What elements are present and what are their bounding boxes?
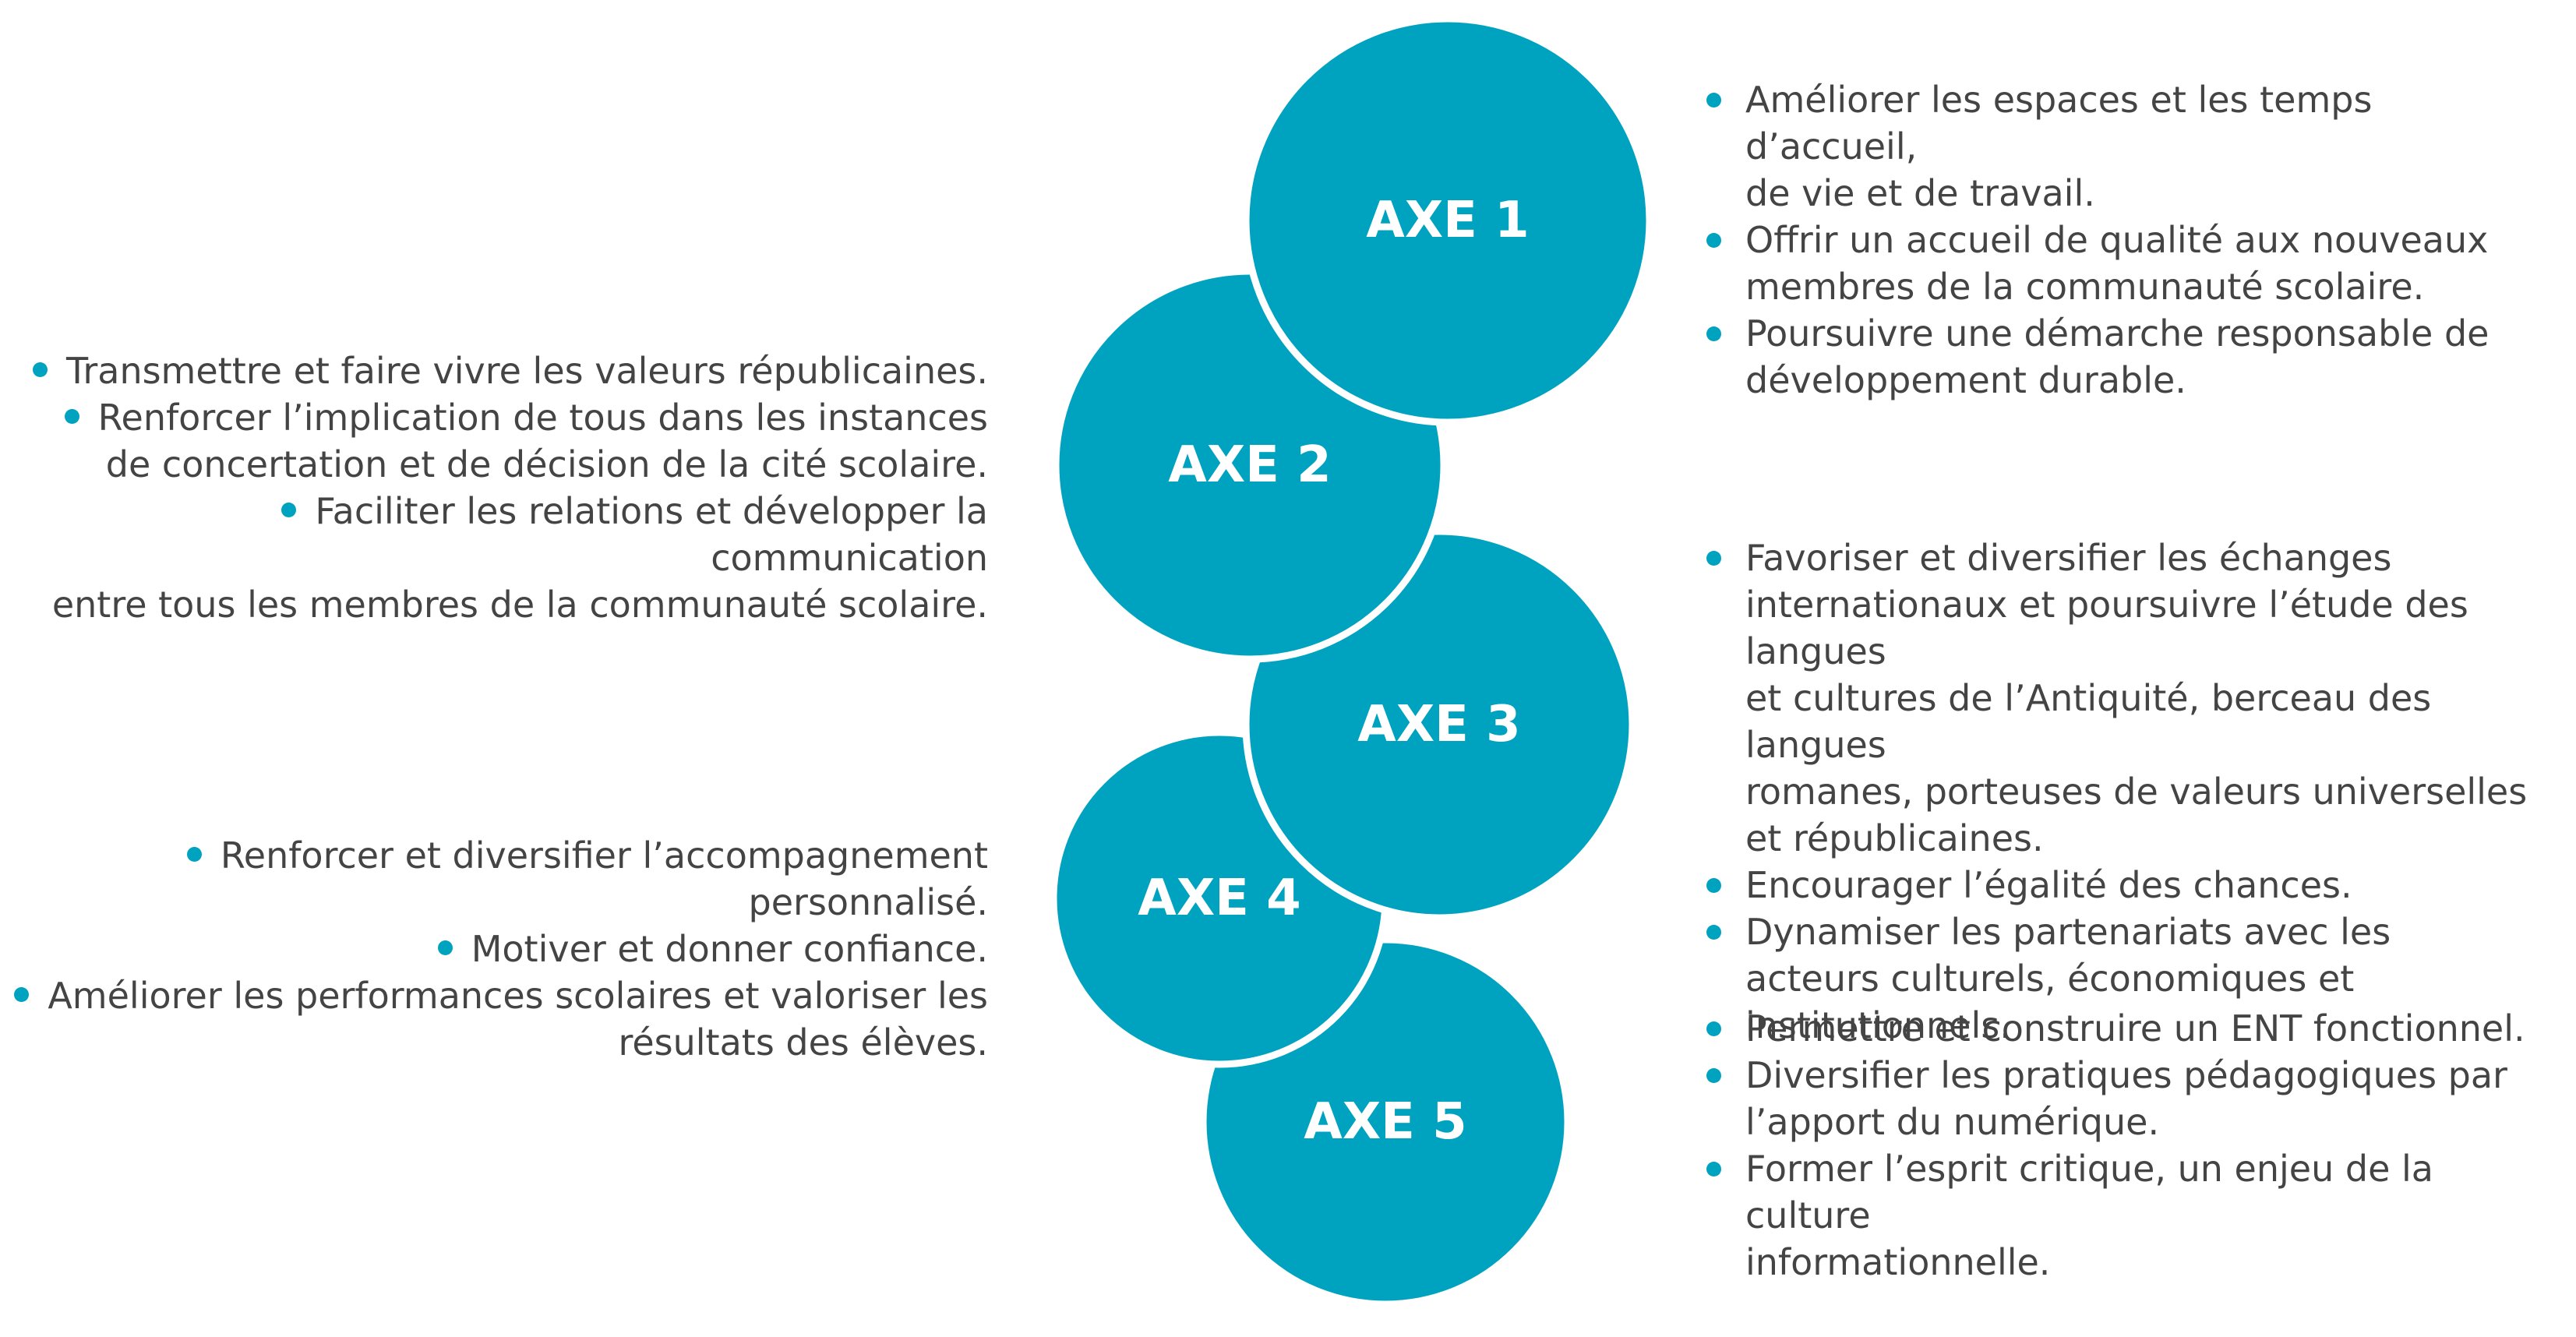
axe-1-label: AXE 1 xyxy=(1366,192,1529,249)
bullet-icon xyxy=(1706,1021,1721,1036)
bullet-icon xyxy=(186,847,202,862)
bullet-icon xyxy=(1706,326,1721,341)
bullet-icon xyxy=(1706,93,1721,108)
bullet-icon xyxy=(281,503,297,517)
bullet-icon xyxy=(1706,233,1721,248)
bullet-icon xyxy=(64,409,79,424)
bullet-icon xyxy=(14,987,30,1002)
list-item: Encourager l’égalité des chances. xyxy=(1697,862,2570,908)
list-item: Transmettre et faire vivre les valeurs r… xyxy=(0,347,988,394)
list-item: Renforcer et diversifier l’accompagnemen… xyxy=(0,832,988,926)
axe-2-list: Transmettre et faire vivre les valeurs r… xyxy=(0,347,988,628)
axe-3-label: AXE 3 xyxy=(1357,696,1520,753)
axe-1-list: Améliorer les espaces et les temps d’acc… xyxy=(1697,76,2554,404)
axe-5-label: AXE 5 xyxy=(1304,1093,1466,1151)
list-item: Offrir un accueil de qualité aux nouveau… xyxy=(1697,217,2554,310)
axe-4-label: AXE 4 xyxy=(1138,870,1300,927)
bullet-icon xyxy=(1706,925,1721,940)
list-item: Motiver et donner confiance. xyxy=(0,926,988,972)
list-item: Diversifier les pratiques pédagogiques p… xyxy=(1697,1052,2554,1145)
list-item: Améliorer les performances scolaires et … xyxy=(0,972,988,1066)
list-item: Améliorer les espaces et les temps d’acc… xyxy=(1697,76,2554,217)
bullet-icon xyxy=(437,940,453,955)
bullet-icon xyxy=(1706,551,1721,566)
list-item: Faciliter les relations et développer la… xyxy=(51,490,988,626)
bullet-icon xyxy=(33,362,48,377)
bullet-icon xyxy=(1706,1162,1721,1176)
list-item: Former l’esprit critique, un enjeu de la… xyxy=(1697,1145,2554,1286)
axe-2-label: AXE 2 xyxy=(1168,436,1331,494)
list-item: Permettre et construire un ENT fonctionn… xyxy=(1697,1005,2554,1052)
axe-1-circle: AXE 1 xyxy=(1242,15,1653,426)
axe-5-list: Permettre et construire un ENT fonctionn… xyxy=(1697,1005,2554,1286)
axe-4-list: Renforcer et diversifier l’accompagnemen… xyxy=(0,832,988,1066)
bullet-icon xyxy=(1706,878,1721,893)
bullet-icon xyxy=(1706,1068,1721,1083)
list-item: Renforcer l’implication de tous dans les… xyxy=(0,394,988,488)
